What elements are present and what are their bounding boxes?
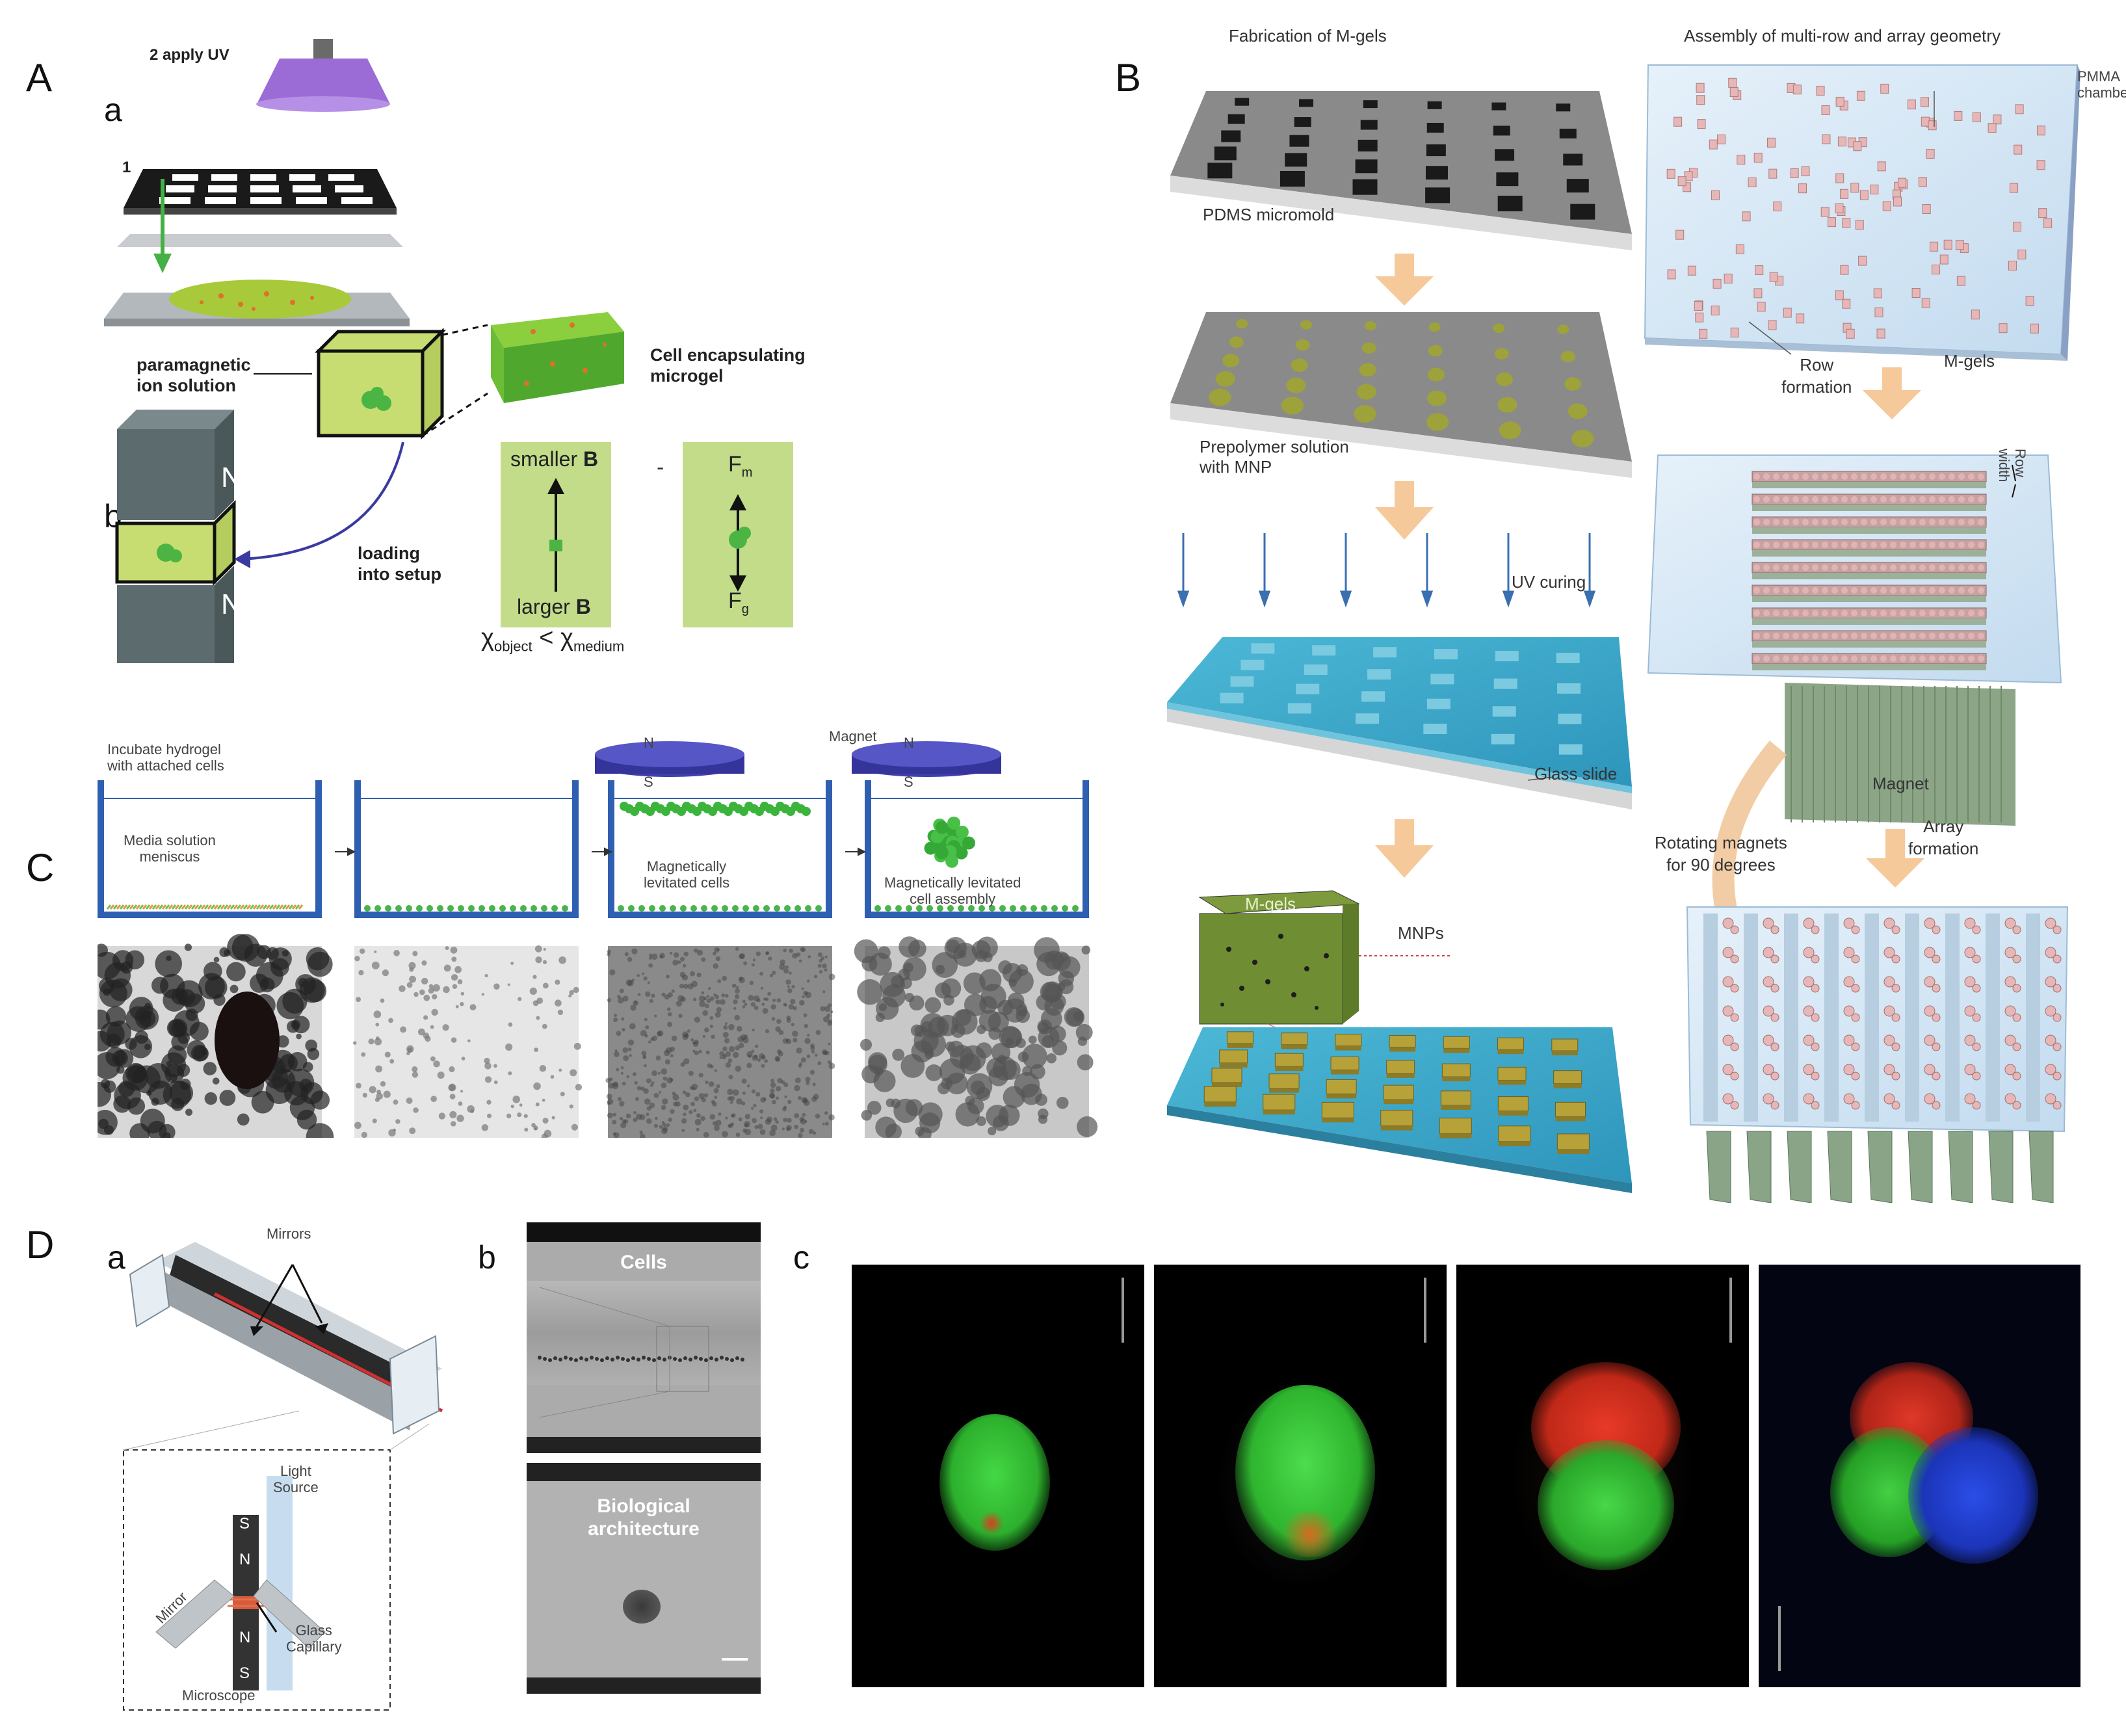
pdms-label: PDMS micromold [1203,205,1335,224]
magnet-n-top: N [221,462,242,493]
levitation-device [129,1242,443,1435]
assembly-title: Assembly of multi-row and array geometry [1684,26,2001,46]
uv-curing-label: UV curing [1512,572,1586,592]
uv-arrows-icon [1177,533,1596,608]
levitated-assembly-label: Magnetically levitated cell assembly [884,875,1021,908]
sublabel-d-a: a [107,1239,125,1276]
n2-label: N [904,735,914,751]
smaller-b-label: smaller B [510,447,599,471]
bio-arch-label: Biological architecture [588,1495,700,1540]
glass-slide-label: Glass slide [1534,764,1618,783]
magnet-n-bottom: N [221,588,242,620]
mgels-box-label: M-gels [1245,894,1296,914]
light-source-label: Light Source [273,1463,319,1496]
glass-capillary-label: Glass Capillary [286,1622,342,1655]
panel-label-b: B [1115,56,1142,99]
pdms-micromold [1170,91,1632,250]
step2-label: 2 apply UV [150,46,230,64]
magnet-n-bot-d: N [239,1629,251,1646]
prepolymer-label: Prepolymer solution with MNP [1200,437,1349,477]
row-width-label: Row width [1995,449,2028,482]
paramagnetic-label: paramagnetic ion solution [137,355,251,396]
magnet-label: Magnet [1872,774,1929,793]
n1-label: N [644,735,654,751]
separator-dash: - [657,455,664,480]
panel-label-d: D [26,1223,55,1267]
loading-label: loading into setup [358,544,441,585]
sublabel-d-c: c [793,1239,809,1276]
photomask-icon [124,169,397,215]
s1-label: S [644,774,653,790]
s2-label: S [904,774,913,790]
magnet-c-label: Magnet [829,728,877,744]
chi-relation: χobject < χmedium [481,624,625,655]
pmma-chamber [1644,64,2080,361]
cell-microgel-label: Cell encapsulating microgel [650,345,806,386]
microgel-block [491,312,624,403]
fluorescence-image-3 [1456,1265,1749,1687]
glass-slide [1167,637,1632,809]
rotating-label: Rotating magnets for 90 degrees [1655,833,1787,875]
panel-d-setup [123,1242,443,1711]
paramagnetic-cube [314,327,447,440]
mnps-label: MNPs [1398,923,1444,943]
panel-b-figure [1167,64,2080,1203]
sublabel-a-a: a [104,92,122,128]
force-gravity-label: Fg [728,588,749,616]
array-arrow-icon [1866,829,1924,888]
magnet-n-top-d: N [239,1551,251,1568]
array-chamber [1686,906,2069,1203]
step1-label: 1 [122,159,131,176]
process-arrow-3-icon [1375,819,1434,878]
row-arrow-icon [1863,367,1921,419]
cells-label: Cells [620,1252,667,1273]
panel-a-figure: 2 apply UV 1 [104,39,793,663]
force-magnetic-label: Fm [728,452,753,480]
levitated-cells-label: Magnetically levitated cells [644,858,730,891]
microscope-label: Microscope [182,1687,256,1703]
mgel-box [1198,890,1360,1025]
fluorescence-image-2 [1154,1265,1447,1687]
row-chamber [1647,454,2062,826]
row-formation-label: Row formation [1781,355,1852,397]
meniscus-label: Media solution meniscus [124,832,216,865]
magnet-setup [115,410,236,663]
process-arrow-1-icon [1375,254,1434,306]
array-formation-label: Array formation [1908,817,1979,858]
panel-label-c: C [26,846,55,889]
sublabel-d-b: b [478,1239,496,1276]
fluorescence-image-1 [852,1265,1144,1687]
larger-b-label: larger B [517,595,591,618]
panel-c-figure [98,741,1098,1138]
fluorescence-image-4 [1759,1265,2080,1687]
uv-lamp-icon [256,39,390,112]
pmma-label: PMMA chamber [2077,68,2126,101]
magnet-s-top: S [239,1515,250,1532]
fabrication-title: Fabrication of M-gels [1229,26,1387,46]
cells-micrograph: Cells [527,1222,761,1453]
mgel-slide [1167,1027,1632,1193]
prepolymer-mold [1170,312,1632,478]
mirrors-label: Mirrors [267,1226,311,1242]
biological-architecture-micrograph: Biological architecture [527,1463,761,1694]
mgels-label: M-gels [1944,351,1995,371]
panel-label-a: A [26,56,53,99]
incubate-label: Incubate hydrogel with attached cells [107,741,224,774]
magnet-s-bot-d: S [239,1664,250,1682]
process-arrow-2-icon [1375,481,1434,540]
